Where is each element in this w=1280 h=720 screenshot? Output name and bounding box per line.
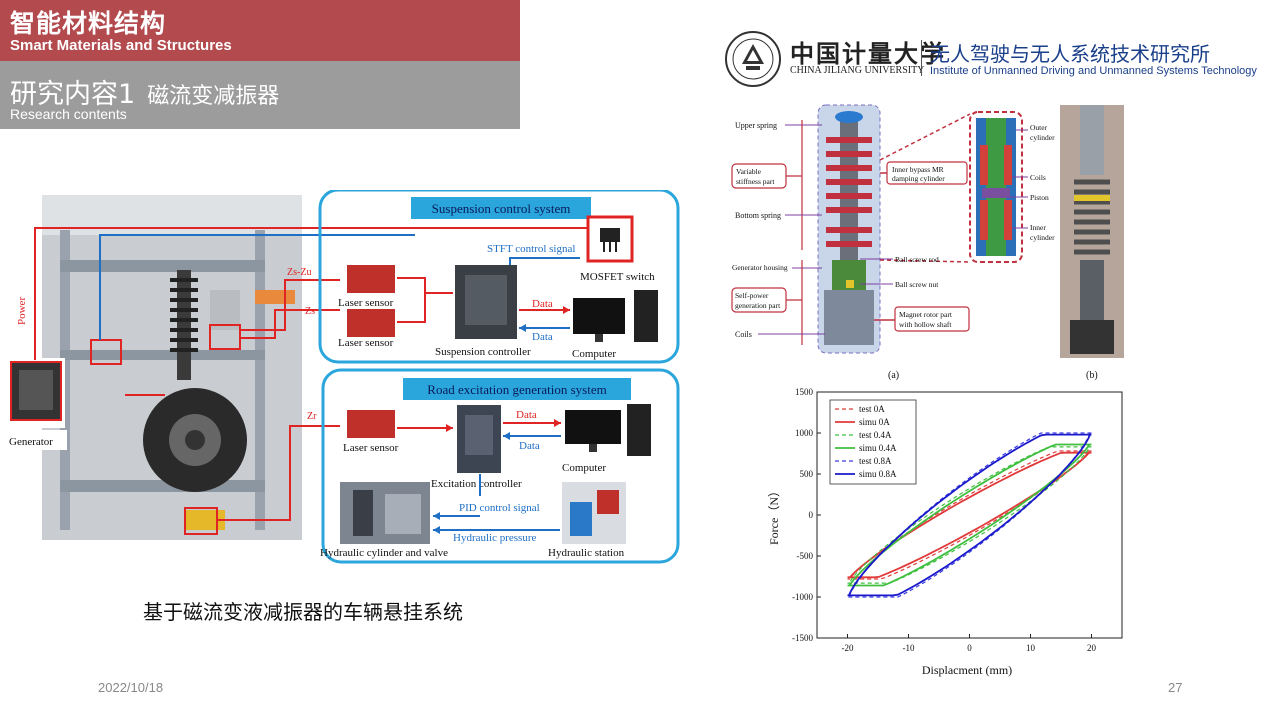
legend-entry: test 0.8A — [859, 456, 892, 466]
section-topic: 磁流变减振器 — [147, 84, 280, 109]
zs-zu-label: Zs-Zu — [287, 267, 311, 278]
hysteresis-curves — [847, 432, 1092, 598]
university-name-cn: 中国计量大学 — [790, 39, 946, 68]
figure-b-label: (b) — [1086, 370, 1098, 381]
generator-label: Generator — [9, 436, 53, 448]
y-tick-label: 1500 — [795, 387, 814, 397]
hydraulic-station-label: Hydraulic station — [548, 547, 625, 559]
inner-bypass-label-1: Inner bypass MR — [892, 165, 944, 174]
y-tick-label: -1000 — [792, 592, 813, 602]
x-axis-label: Displacment (mm) — [922, 663, 1012, 677]
upper-spring-label: Upper spring — [735, 121, 777, 130]
legend-entry: test 0.4A — [859, 430, 892, 440]
title-en: Smart Materials and Structures — [10, 37, 232, 54]
rig-photo — [42, 195, 302, 540]
inner-cylinder-label-2: cylinder — [1030, 233, 1055, 242]
institute-name-cn: 无人驾驶与无人系统技术研究所 — [930, 42, 1210, 66]
piston-label: Piston — [1030, 193, 1049, 202]
data-label-3: Data — [516, 409, 537, 421]
laser-sensor-2-label: Laser sensor — [338, 337, 394, 349]
logo-divider — [921, 40, 922, 76]
excitation-controller-label: Excitation controller — [431, 478, 522, 490]
section-cn: 研究内容1 磁流变减振器 — [10, 72, 279, 111]
coils-right-label: Coils — [1030, 173, 1046, 182]
variable-stiffness-label-1: Variable — [736, 167, 762, 176]
title-bar: 智能材料结构 Smart Materials and Structures — [0, 0, 520, 61]
x-tick-label: 20 — [1087, 643, 1097, 653]
computer-1-label: Computer — [572, 348, 616, 360]
section-number: 研究内容1 — [10, 79, 136, 110]
magnet-rotor-label-2: with hollow shaft — [899, 320, 952, 329]
y-tick-label: -1500 — [792, 633, 813, 643]
y-axis-label: Force（N） — [767, 485, 781, 545]
section-en: Research contents — [10, 106, 127, 122]
ball-screw-rod-label: Ball screw rod — [895, 255, 939, 264]
hydraulic-pressure-label: Hydraulic pressure — [453, 532, 537, 544]
series-curve-5 — [847, 433, 1092, 597]
outer-cylinder-label-1: Outer — [1030, 123, 1048, 132]
x-axis-ticks: -20 -10 0 10 20 — [842, 634, 1097, 653]
self-power-label-2: generation part — [735, 301, 781, 310]
damper-structure-figure: Upper spring Variable stiffness part Bot… — [731, 104, 1124, 381]
pid-label: PID control signal — [459, 502, 540, 514]
laser-sensor-1-label: Laser sensor — [338, 297, 394, 309]
series-curve-3 — [847, 443, 1092, 587]
section-bar: 研究内容1 磁流变减振器 Research contents — [0, 61, 520, 129]
title-cn: 智能材料结构 — [10, 9, 167, 38]
y-tick-label: 500 — [800, 469, 814, 479]
figure-a-label: (a) — [888, 370, 899, 381]
bottom-spring-label: Bottom spring — [735, 211, 781, 220]
hydraulic-cylinder-label: Hydraulic cylinder and valve — [320, 547, 448, 559]
force-displacement-chart: -1500 -1000 -500 0 500 1000 1500 -20 -10 0 10 20 t… — [767, 387, 1123, 677]
mosfet-label: MOSFET switch — [580, 271, 655, 283]
x-tick-label: -20 — [842, 643, 854, 653]
y-tick-label: 0 — [809, 510, 814, 520]
inner-bypass-label-2: damping cylinder — [892, 174, 945, 183]
x-tick-label: 10 — [1026, 643, 1036, 653]
coils-left-label: Coils — [735, 330, 752, 339]
institute-name-en: Institute of Unmanned Driving and Unmann… — [930, 65, 1257, 77]
generator-housing-label: Generator housing — [732, 263, 788, 272]
data-label-4: Data — [519, 440, 540, 452]
data-label-2: Data — [532, 331, 553, 343]
y-axis-ticks: -1500 -1000 -500 0 500 1000 1500 — [792, 387, 821, 643]
road-system-title: Road excitation generation system — [427, 382, 606, 397]
outer-cylinder-label-2: cylinder — [1030, 133, 1055, 142]
computer-2-label: Computer — [562, 462, 606, 474]
suspension-controller-label: Suspension controller — [435, 346, 531, 358]
y-tick-label: 1000 — [795, 428, 814, 438]
test-rig-figure: Generator Power Suspension control syste… — [7, 190, 680, 564]
legend-box — [829, 399, 917, 485]
slide-date: 2022/10/18 — [98, 680, 164, 695]
variable-stiffness-label-2: stiffness part — [736, 177, 775, 186]
chart-legend: test 0A simu 0A test 0.4A simu 0.4A test 0.8… — [829, 399, 917, 485]
university-name-en: CHINA JILIANG UNIVERSITY — [790, 65, 925, 76]
stft-label: STFT control signal — [487, 243, 575, 255]
zs-label: Zs — [305, 306, 315, 317]
power-label: Power — [16, 297, 28, 325]
legend-entry: simu 0.4A — [859, 443, 897, 453]
legend-entry: simu 0.8A — [859, 469, 897, 479]
legend-entry: simu 0A — [859, 417, 890, 427]
page-number: 27 — [1168, 680, 1183, 695]
figure-caption: 基于磁流变液减振器的车辆悬挂系统 — [143, 600, 463, 624]
y-tick-label: -500 — [797, 551, 814, 561]
university-seal-icon — [725, 31, 781, 87]
data-label-1: Data — [532, 298, 553, 310]
legend-entry: test 0A — [859, 404, 885, 414]
zr-label: Zr — [307, 411, 317, 422]
laser-sensor-3-label: Laser sensor — [343, 442, 399, 454]
inner-cylinder-label-1: Inner — [1030, 223, 1046, 232]
x-tick-label: -10 — [903, 643, 915, 653]
suspension-system-title: Suspension control system — [432, 201, 571, 216]
x-tick-label: 0 — [967, 643, 972, 653]
self-power-label-1: Self-power — [735, 291, 769, 300]
magnet-rotor-label-1: Magnet rotor part — [899, 310, 953, 319]
ball-screw-nut-label: Ball screw nut — [895, 280, 939, 289]
